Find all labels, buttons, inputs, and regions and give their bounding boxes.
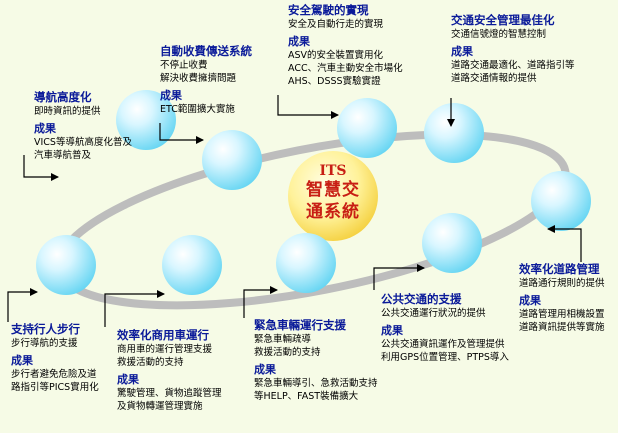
block-desc: 交通信號燈的智慧控制 bbox=[451, 29, 547, 40]
center-label: ITS 智慧交 通系統 bbox=[292, 163, 374, 223]
block-transit: 公共交通的支援 公共交通運行狀況的提供 成果 公共交通資訊運作及管理提供 利用G… bbox=[381, 292, 509, 364]
block-title: 導航高度化 bbox=[34, 90, 92, 104]
block-result: 等HELP、FAST裝備擴大 bbox=[254, 391, 359, 402]
block-desc: 解決收費擁擠問題 bbox=[160, 73, 237, 84]
node-navigation bbox=[116, 90, 176, 150]
block-result: 道路資訊提供等實施 bbox=[519, 322, 605, 333]
its-core bbox=[288, 151, 378, 241]
block-desc: 不停止收費 bbox=[160, 60, 208, 71]
block-result: 及貨物轉運管理實施 bbox=[117, 401, 203, 412]
block-navigation: 導航高度化 即時資訊的提供 成果 VICS等導航高度化普及 汽車導航普及 bbox=[34, 90, 132, 162]
block-result-label: 成果 bbox=[288, 35, 310, 48]
block-result-label: 成果 bbox=[381, 324, 403, 337]
connector-navigation bbox=[23, 155, 59, 181]
block-result-label: 成果 bbox=[451, 45, 473, 58]
block-result-label: 成果 bbox=[519, 294, 541, 307]
block-result: ETC範圍擴大實施 bbox=[160, 104, 235, 115]
block-result: 路指引等PICS實用化 bbox=[11, 382, 99, 393]
connector-transit bbox=[373, 264, 425, 290]
node-toll bbox=[202, 130, 262, 190]
block-title: 效率化商用車運行 bbox=[117, 328, 209, 342]
block-result: 道路交通最適化、道路指引等 bbox=[451, 60, 575, 71]
block-desc: 公共交通運行狀況的提供 bbox=[381, 308, 486, 319]
connector-pedestrian bbox=[7, 288, 38, 322]
block-title: 自動收費傳送系統 bbox=[160, 44, 252, 58]
connector-emergency bbox=[243, 286, 278, 318]
block-result: 利用GPS位置管理、PTPS導入 bbox=[381, 352, 509, 363]
block-result: VICS等導航高度化普及 bbox=[34, 137, 132, 148]
block-title: 支持行人步行 bbox=[11, 322, 80, 336]
block-title: 交通安全管理最佳化 bbox=[451, 13, 555, 27]
block-toll: 自動收費傳送系統 不停止收費 解決收費擁擠問題 成果 ETC範圍擴大實施 bbox=[160, 44, 252, 116]
block-pedestrian: 支持行人步行 步行導航的支援 成果 步行者避免危險及道 路指引等PICS實用化 bbox=[11, 322, 99, 394]
node-road bbox=[531, 171, 591, 231]
block-result: 驚駛管理、貨物追蹤管理 bbox=[117, 388, 222, 399]
block-result: 道路管理用相機設置 bbox=[519, 309, 605, 320]
block-desc: 步行導航的支援 bbox=[11, 338, 78, 349]
block-desc: 即時資訊的提供 bbox=[34, 106, 101, 117]
center-label-line2: 智慧交 bbox=[306, 180, 360, 200]
block-result-label: 成果 bbox=[117, 373, 139, 386]
block-commercial: 效率化商用車運行 商用車的運行管理支援 救援活動的支持 成果 驚駛管理、貨物追蹤… bbox=[117, 328, 222, 413]
block-desc: 緊急車輛疏導 bbox=[254, 334, 312, 345]
node-commercial bbox=[162, 235, 222, 295]
block-road: 效率化道路管理 道路通行規則的提供 成果 道路管理用相機設置 道路資訊提供等實施 bbox=[519, 262, 605, 334]
block-result: 公共交通資訊運作及管理提供 bbox=[381, 339, 505, 350]
block-result: ACC、汽車主動安全市場化 bbox=[288, 63, 403, 74]
block-result-label: 成果 bbox=[11, 354, 33, 367]
connector-toll bbox=[159, 123, 204, 144]
block-desc: 救援活動的支持 bbox=[254, 347, 321, 358]
node-pedestrian bbox=[36, 235, 96, 295]
block-desc: 救援活動的支持 bbox=[117, 357, 184, 368]
block-result-label: 成果 bbox=[254, 363, 276, 376]
block-result: 道路交通情報的提供 bbox=[451, 73, 537, 84]
block-emergency: 緊急車輛運行支援 緊急車輛疏導 救援活動的支持 成果 緊急車輛導引、急救活動支持… bbox=[254, 318, 378, 403]
connector-road bbox=[547, 225, 582, 262]
block-result: 緊急車輛導引、急救活動支持 bbox=[254, 378, 378, 389]
block-result-label: 成果 bbox=[160, 89, 182, 102]
block-safety: 安全駕駛的實現 安全及自動行走的實現 成果 ASV的安全裝置實用化 ACC、汽車… bbox=[288, 3, 403, 88]
block-result: 汽車導航普及 bbox=[34, 150, 92, 161]
block-result: AHS、DSSS實驗實證 bbox=[288, 76, 381, 87]
block-title: 公共交通的支援 bbox=[381, 292, 462, 306]
node-traffic bbox=[424, 103, 484, 163]
center-label-line3: 通系統 bbox=[306, 202, 360, 222]
block-result-label: 成果 bbox=[34, 122, 56, 135]
node-transit bbox=[422, 213, 482, 273]
connector-commercial bbox=[104, 290, 165, 327]
connector-safety bbox=[277, 95, 339, 119]
block-desc: 商用車的運行管理支援 bbox=[117, 344, 213, 355]
block-desc: 安全及自動行走的實現 bbox=[288, 19, 384, 30]
block-title: 緊急車輛運行支援 bbox=[254, 318, 346, 332]
block-result: 步行者避免危險及道 bbox=[11, 369, 97, 380]
node-emergency bbox=[276, 233, 336, 293]
block-title: 效率化道路管理 bbox=[519, 262, 600, 276]
block-title: 安全駕駛的實現 bbox=[288, 3, 369, 17]
block-result: ASV的安全裝置實用化 bbox=[288, 50, 384, 61]
block-desc: 道路通行規則的提供 bbox=[519, 278, 605, 289]
center-label-line1: ITS bbox=[319, 163, 347, 179]
node-safety bbox=[337, 98, 397, 158]
block-traffic: 交通安全管理最佳化 交通信號燈的智慧控制 成果 道路交通最適化、道路指引等 道路… bbox=[451, 13, 575, 85]
